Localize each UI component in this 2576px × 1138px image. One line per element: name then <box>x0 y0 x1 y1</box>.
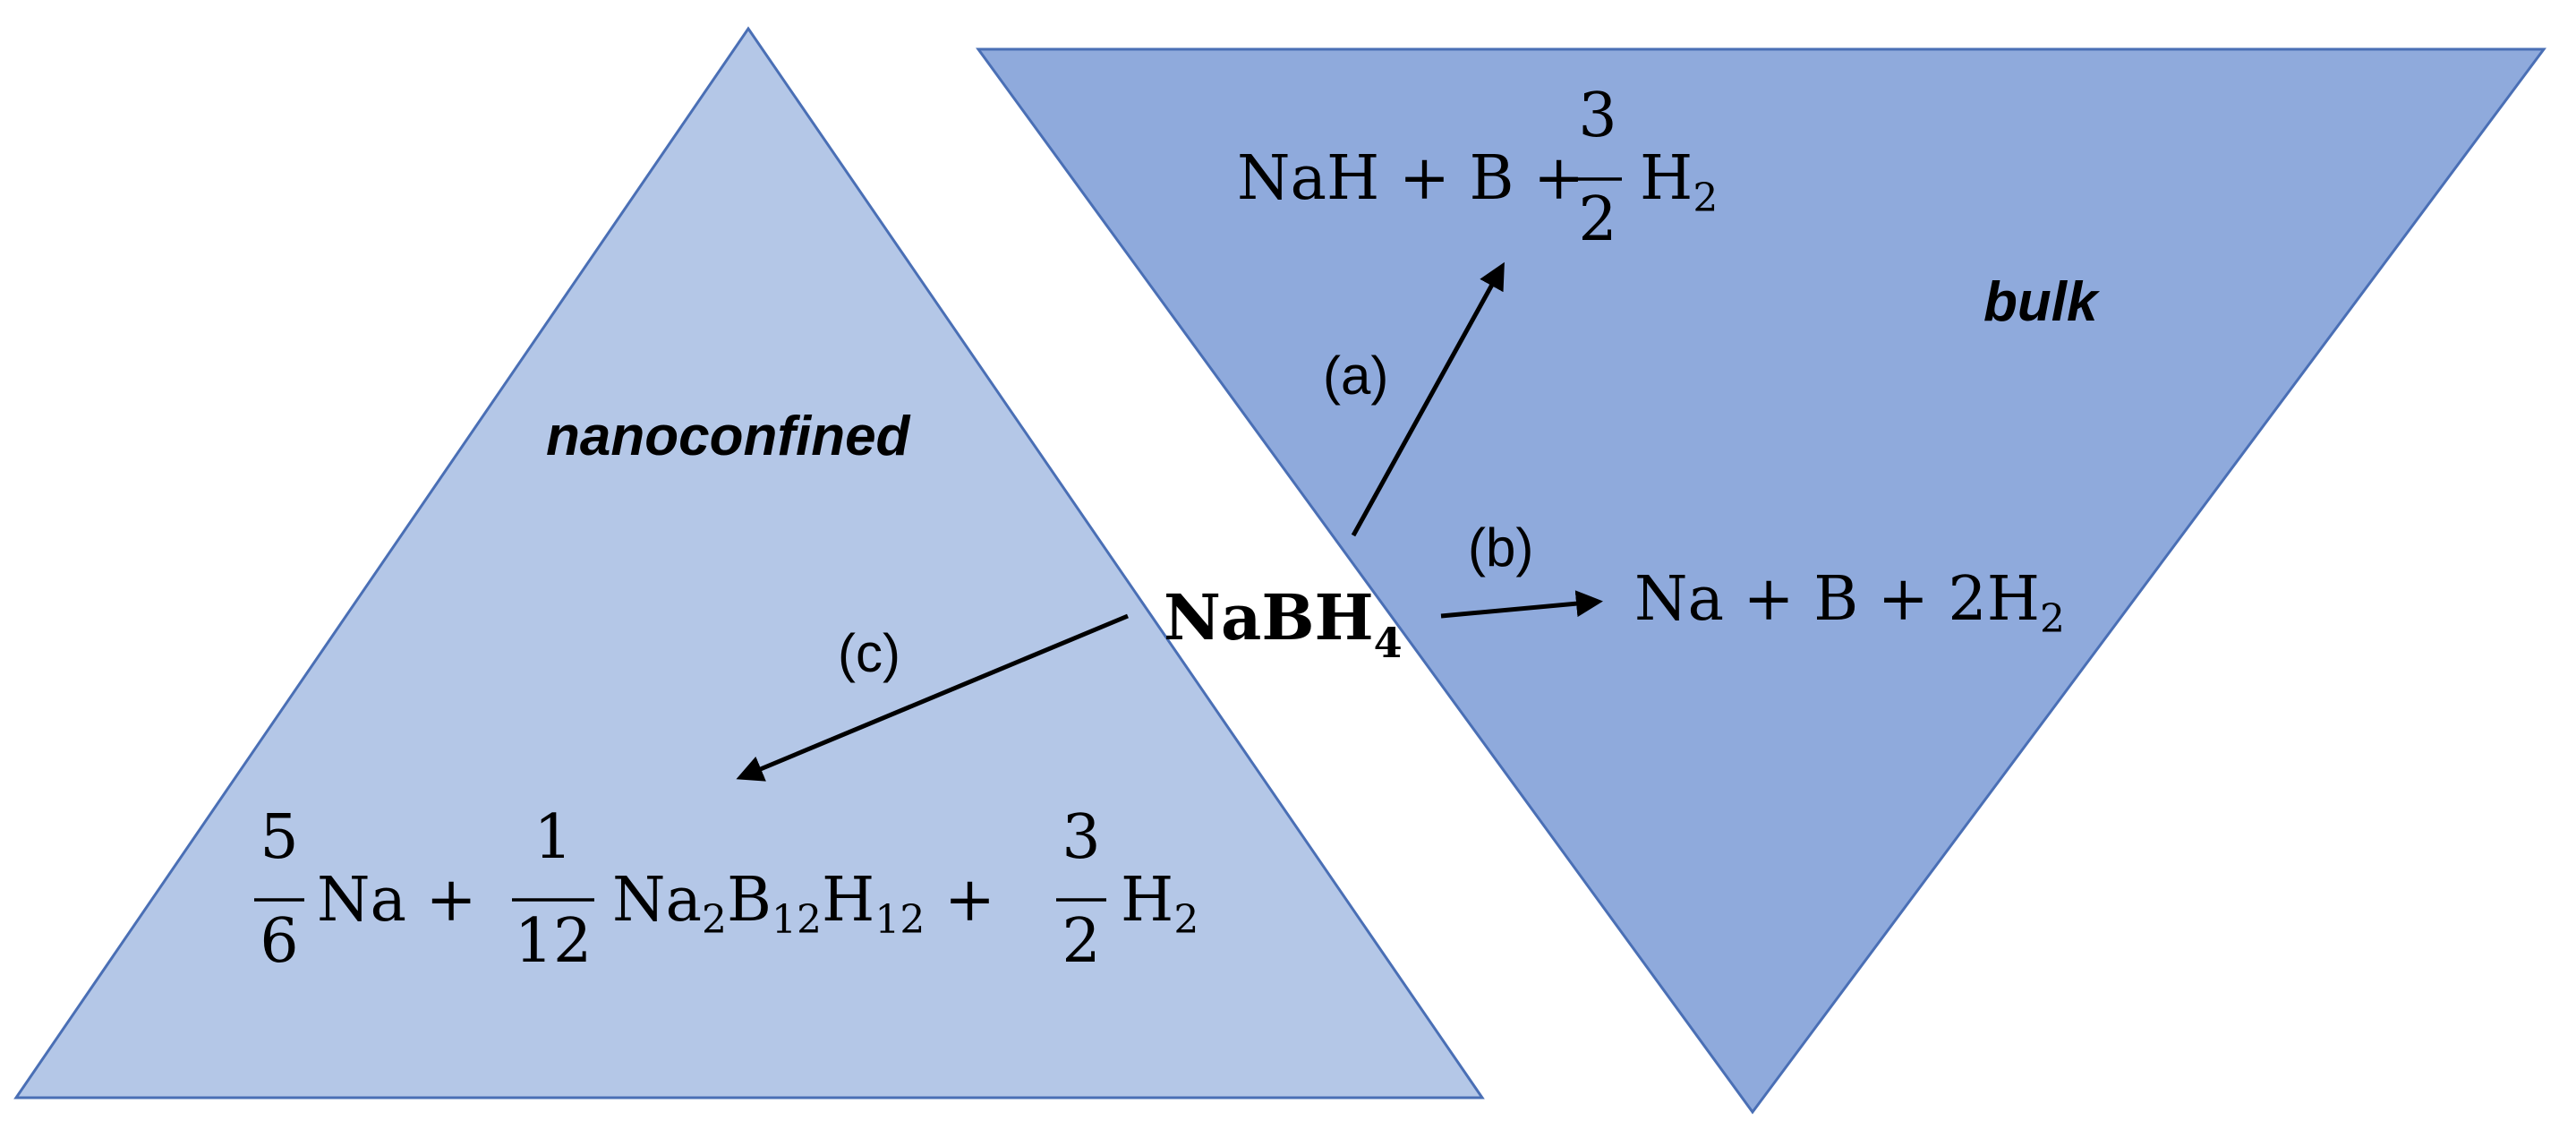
product-a-frac-num: 3 <box>1578 81 1616 151</box>
bulk-label: bulk <box>1983 271 2101 333</box>
product-b: Na + B + 2H2 <box>1634 564 2065 642</box>
branch-label-b: (b) <box>1468 518 1533 578</box>
product-c-frac2-den: 12 <box>515 906 593 977</box>
reactant-subscript: 4 <box>1374 619 1403 667</box>
product-c-frac1-den: 6 <box>260 906 298 977</box>
product-a: NaH + B + 3 2 H2 <box>1237 81 1718 255</box>
product-c-frac3-den: 2 <box>1062 906 1100 977</box>
product-c-frac2-num: 1 <box>533 802 572 873</box>
nanoconfined-label: nanoconfined <box>546 406 911 467</box>
product-b-subscript: 2 <box>2040 596 2065 642</box>
arrow-c <box>736 613 1129 782</box>
product-a-frac-den: 2 <box>1578 184 1616 255</box>
product-c: 5 6 Na + 1 12 Na2B12H12 + 3 2 H2 <box>254 802 1198 977</box>
nanoconfined-triangle <box>13 26 1485 1099</box>
bulk-triangle <box>976 47 2546 1115</box>
arrow-a <box>1351 261 1505 537</box>
product-c-frac1-num: 5 <box>260 802 298 873</box>
product-c-term1: Na + <box>317 865 496 936</box>
product-c-term3: H2 <box>1121 865 1198 943</box>
product-b-text: Na + B + 2H <box>1634 564 2040 635</box>
reactant-main: NaBH <box>1164 580 1374 655</box>
product-a-species: H2 <box>1640 143 1718 221</box>
product-a-lead: NaH + B + <box>1237 143 1604 214</box>
branch-label-a: (a) <box>1323 346 1388 406</box>
branch-label-c: (c) <box>838 623 900 683</box>
product-c-frac3-num: 3 <box>1062 802 1100 873</box>
arrow-b <box>1440 590 1603 619</box>
product-c-term2: Na2B12H12 + <box>612 865 1015 943</box>
reactant-nabh4: NaBH4 <box>1164 580 1403 667</box>
